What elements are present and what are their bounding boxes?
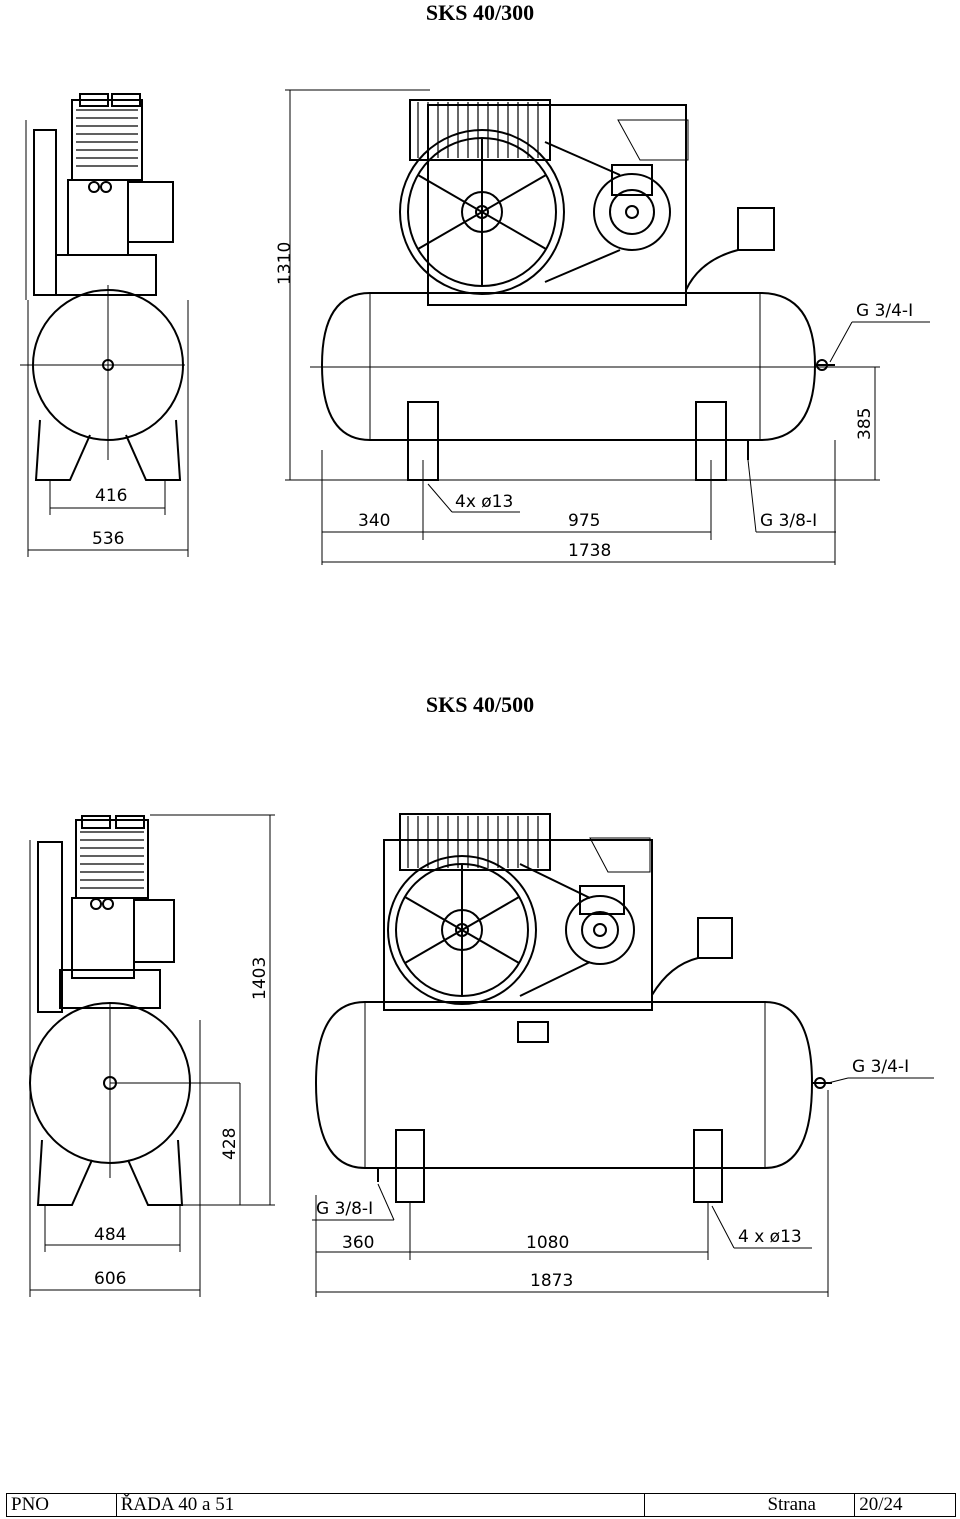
dim-tank-axis: 428: [220, 1128, 240, 1160]
front-view-flywheel: [387, 855, 537, 1005]
front-view-pressure-switch: [697, 917, 733, 959]
dim-width-inner: 484: [94, 1225, 126, 1245]
technical-drawing-sks-40-300: 416 536 1310 385: [20, 89, 930, 565]
footer-page-label: Strana: [645, 1494, 856, 1516]
footer-series: ŘADA 40 a 51: [117, 1494, 646, 1516]
dim-foot-spacing: 1080: [526, 1233, 569, 1253]
side-view-motor: [133, 899, 175, 963]
footer-bar: PNO ŘADA 40 a 51 Strana 20/24: [6, 1493, 956, 1517]
dim-height: 1310: [275, 242, 295, 285]
front-view-compressor-frame: [427, 104, 687, 306]
label-drain: G 3/8-I: [316, 1199, 373, 1219]
side-view-flywheel: [37, 841, 63, 1013]
label-holes: 4x ø13: [455, 492, 513, 512]
side-view-flywheel: [33, 129, 57, 296]
side-view-cylinder-head: [71, 99, 143, 181]
front-view-motor-pulley: [565, 895, 635, 965]
front-view-pressure-switch: [737, 207, 775, 251]
front-view-flywheel: [399, 129, 565, 295]
front-view-foot-right: [693, 1129, 723, 1203]
dim-width-outer: 606: [94, 1269, 126, 1289]
label-drain: G 3/8-I: [760, 511, 817, 531]
technical-drawing-sks-40-500: 1403 428 484 606 360 1080: [29, 813, 934, 1297]
front-view-tank: [314, 1001, 814, 1169]
dim-width-inner: 416: [95, 486, 127, 506]
dim-left-offset: 340: [358, 511, 390, 531]
front-view-motor-pulley: [593, 173, 671, 251]
side-view-motor: [127, 181, 174, 243]
footer-code: PNO: [7, 1494, 117, 1516]
label-holes: 4 x ø13: [738, 1227, 802, 1247]
dim-tank-axis: 385: [855, 408, 875, 440]
dim-length: 1738: [568, 541, 611, 561]
footer-page-number: 20/24: [859, 1494, 903, 1515]
label-outlet: G 3/4-I: [856, 301, 913, 321]
dim-height: 1403: [250, 957, 270, 1000]
drawing-title-sks-40-500: SKS 40/500: [425, 692, 535, 717]
dim-foot-spacing: 975: [568, 511, 600, 531]
dim-left-offset: 360: [342, 1233, 374, 1253]
label-outlet: G 3/4-I: [852, 1057, 909, 1077]
dim-length: 1873: [530, 1271, 573, 1291]
dim-width-outer: 536: [92, 529, 124, 549]
drawing-title-sks-40-300: SKS 40/300: [425, 0, 535, 25]
front-view-foot-left: [395, 1129, 425, 1203]
